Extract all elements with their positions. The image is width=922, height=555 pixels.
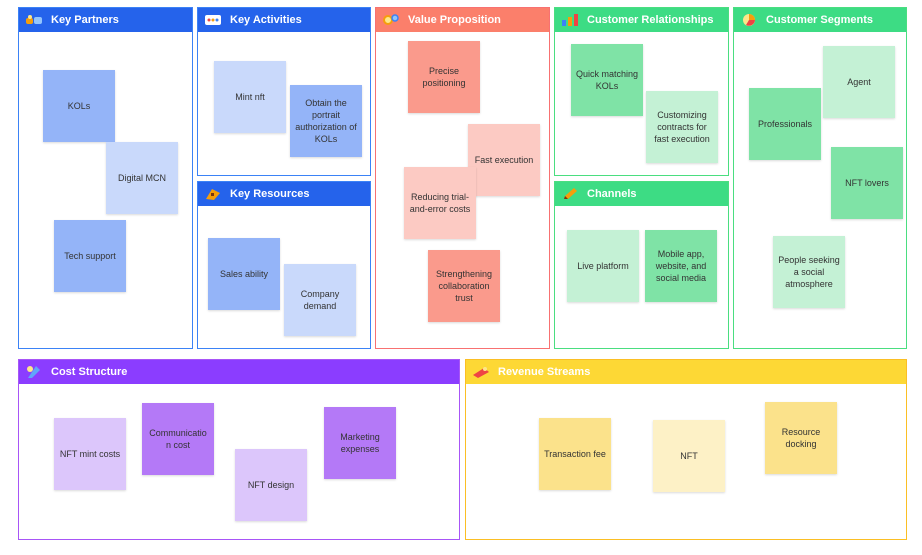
panel-title: Key Resources	[230, 188, 310, 200]
sticky-note[interactable]: Fast execution	[468, 124, 540, 196]
cost-icon	[25, 365, 43, 379]
panel-header: Customer Relationships	[555, 8, 728, 32]
bar-chart-icon	[561, 13, 579, 27]
panel-header: Channels	[555, 182, 728, 206]
panel-revenue-streams: Revenue Streams Transaction fee NFT Reso…	[465, 359, 907, 540]
panel-title: Key Activities	[230, 14, 302, 26]
panel-header: Customer Segments	[734, 8, 906, 32]
sticky-note[interactable]: Professionals	[749, 88, 821, 160]
sticky-note[interactable]: Quick matching KOLs	[571, 44, 643, 116]
panel-title: Cost Structure	[51, 366, 128, 378]
sticky-note[interactable]: NFT mint costs	[54, 418, 126, 490]
panel-header: Key Activities	[198, 8, 370, 32]
panel-key-activities: Key Activities Mint nft Obtain the portr…	[197, 7, 371, 176]
panel-customer-segments: Customer Segments Agent Professionals NF…	[733, 7, 907, 349]
panel-key-partners: Key Partners KOLs Digital MCN Tech suppo…	[18, 7, 193, 349]
activities-icon	[204, 13, 222, 27]
pie-chart-icon	[740, 13, 758, 27]
sticky-note[interactable]: Live platform	[567, 230, 639, 302]
pencil-icon	[561, 187, 579, 201]
sticky-note[interactable]: Digital MCN	[106, 142, 178, 214]
sticky-note[interactable]: KOLs	[43, 70, 115, 142]
panel-title: Revenue Streams	[498, 366, 591, 378]
panel-header: Key Partners	[19, 8, 192, 32]
sticky-note[interactable]: NFT lovers	[831, 147, 903, 219]
sticky-note[interactable]: Customizing contracts for fast execution	[646, 91, 718, 163]
panel-value-proposition: Value Proposition Precise positioning Fa…	[375, 7, 550, 349]
handshake-icon	[25, 13, 43, 27]
panel-title: Value Proposition	[408, 14, 501, 26]
panel-title: Key Partners	[51, 14, 119, 26]
sticky-note[interactable]: Precise positioning	[408, 41, 480, 113]
panel-header: Cost Structure	[19, 360, 459, 384]
panel-cost-structure: Cost Structure NFT mint costs Communicat…	[18, 359, 460, 540]
panel-key-resources: Key Resources Sales ability Company dema…	[197, 181, 371, 349]
sticky-note[interactable]: People seeking a social atmosphere	[773, 236, 845, 308]
sticky-note[interactable]: Communicatio n cost	[142, 403, 214, 475]
panel-header: Revenue Streams	[466, 360, 906, 384]
sticky-note[interactable]: Reducing trial-and-error costs	[404, 167, 476, 239]
gears-icon	[382, 13, 400, 27]
revenue-icon	[472, 365, 490, 379]
panel-channels: Channels Live platform Mobile app, websi…	[554, 181, 729, 349]
panel-customer-relationships: Customer Relationships Quick matching KO…	[554, 7, 729, 176]
panel-title: Customer Segments	[766, 14, 873, 26]
sticky-note[interactable]: Strengthening collaboration trust	[428, 250, 500, 322]
sticky-note[interactable]: Mint nft	[214, 61, 286, 133]
sticky-note[interactable]: Company demand	[284, 264, 356, 336]
sticky-note[interactable]: Mobile app, website, and social media	[645, 230, 717, 302]
sticky-note[interactable]: Obtain the portrait authorization of KOL…	[290, 85, 362, 157]
sticky-note[interactable]: Marketing expenses	[324, 407, 396, 479]
sticky-note[interactable]: Resource docking	[765, 402, 837, 474]
sticky-note[interactable]: Transaction fee	[539, 418, 611, 490]
panel-header: Value Proposition	[376, 8, 549, 32]
sticky-note[interactable]: Agent	[823, 46, 895, 118]
panel-header: Key Resources	[198, 182, 370, 206]
sticky-note[interactable]: Sales ability	[208, 238, 280, 310]
sticky-note[interactable]: NFT	[653, 420, 725, 492]
sticky-note[interactable]: Tech support	[54, 220, 126, 292]
sticky-note[interactable]: NFT design	[235, 449, 307, 521]
resources-icon	[204, 187, 222, 201]
panel-title: Channels	[587, 188, 637, 200]
panel-title: Customer Relationships	[587, 14, 714, 26]
